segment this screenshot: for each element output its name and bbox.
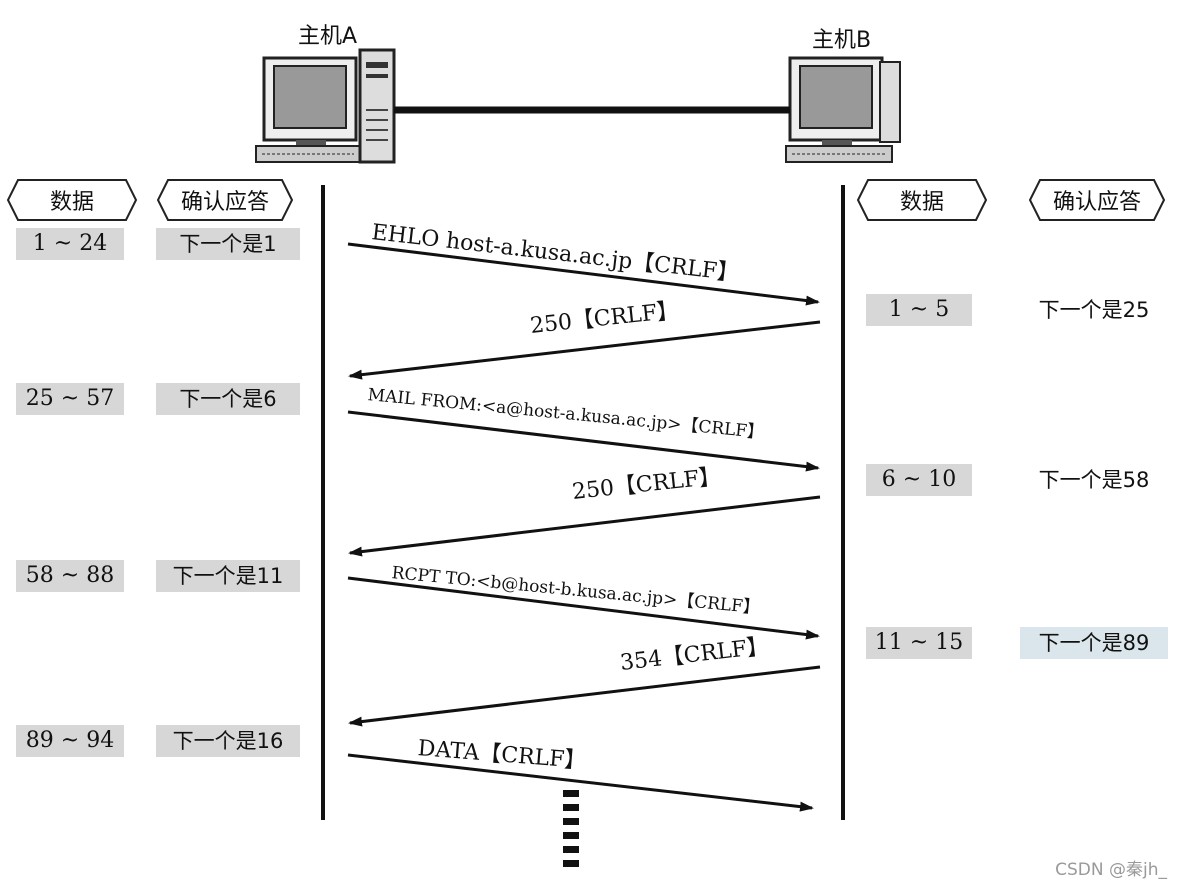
host-b-data-range: 6 ~ 10 [866, 464, 972, 496]
message-arrow-a-to-b [347, 410, 820, 472]
host-a-data-range: 58 ~ 88 [16, 560, 124, 592]
message-arrow-b-to-a [348, 320, 821, 380]
message-arrow-a-to-b [347, 576, 820, 640]
host-b-computer-icon [785, 56, 901, 163]
host-a-data-range: 1 ~ 24 [16, 228, 124, 260]
watermark: CSDN @秦jh_ [1055, 860, 1167, 880]
host-b-data-tag-shape [856, 179, 988, 221]
host-a-ack-value: 下一个是6 [156, 383, 300, 415]
host-a-label: 主机A [298, 24, 358, 49]
host-a-ack-value: 下一个是1 [156, 228, 300, 260]
host-a-ack-value: 下一个是11 [156, 560, 300, 592]
message-arrow-a-to-b [347, 242, 820, 306]
message-arrow-a-to-b [347, 753, 814, 812]
host-a-ack-header: 确认应答 [180, 190, 269, 215]
host-a-data-tag-shape [6, 179, 138, 221]
host-b-ack-value: 下一个是25 [1038, 298, 1150, 322]
host-a-computer-icon [255, 48, 396, 164]
host-b-ack-header: 确认应答 [1052, 190, 1141, 215]
host-a-data-header: 数据 [49, 190, 94, 215]
host-a-ack-value: 下一个是16 [156, 725, 300, 757]
host-a-ack-tag-shape [156, 179, 294, 221]
message-arrows [347, 242, 821, 812]
host-a-data-range: 89 ~ 94 [16, 725, 124, 757]
message-arrow-b-to-a [348, 495, 821, 557]
host-b-label: 主机B [812, 28, 872, 53]
host-a-data-range: 25 ~ 57 [16, 383, 124, 415]
host-b-ack-value: 下一个是58 [1038, 468, 1150, 492]
host-b-ack-value: 下一个是89 [1020, 627, 1168, 659]
host-b-data-range: 11 ~ 15 [866, 627, 972, 659]
host-b-data-range: 1 ~ 5 [866, 294, 972, 326]
message-arrow-b-to-a [348, 665, 821, 727]
continuation-dashes [563, 790, 579, 867]
host-b-data-header: 数据 [899, 190, 944, 215]
host-b-ack-tag-shape [1028, 179, 1166, 221]
